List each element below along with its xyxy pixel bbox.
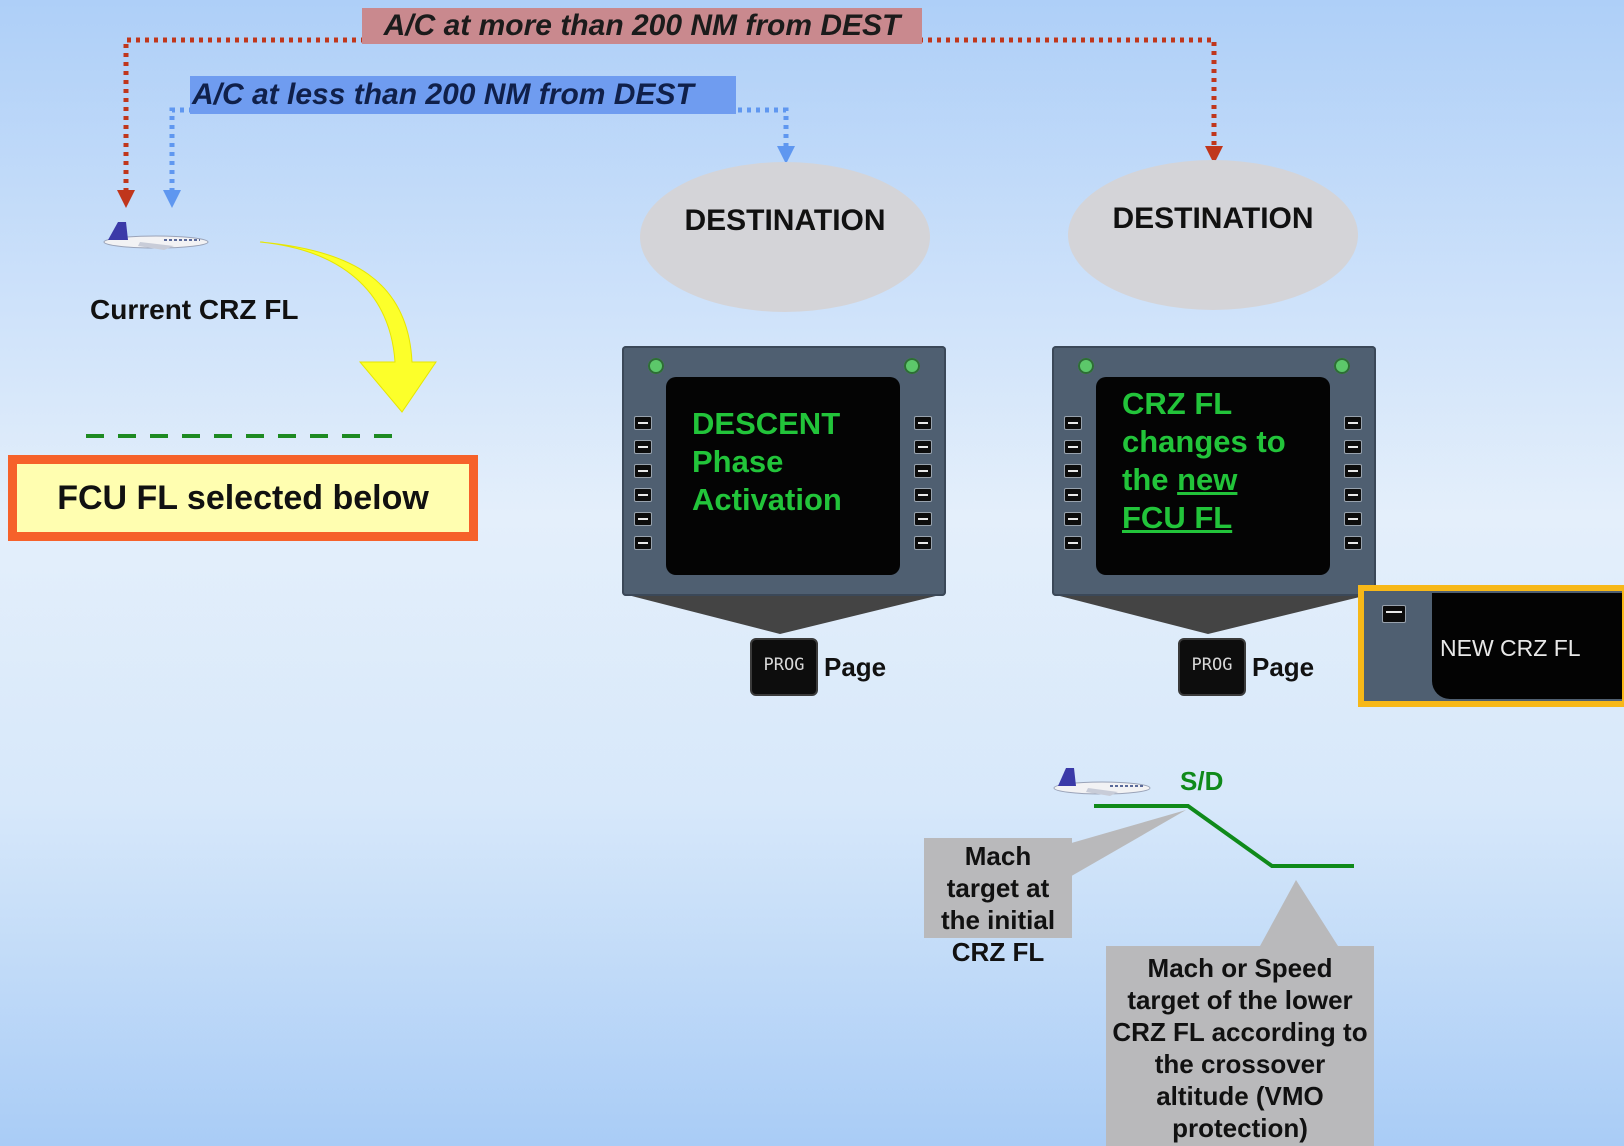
destination-label-1: DESTINATION (684, 204, 886, 237)
less-than-arrowhead-left (163, 190, 181, 208)
lsk-left-2[interactable] (1064, 440, 1082, 454)
zoom-screen (1432, 593, 1622, 699)
descent-curve-arrow (259, 241, 437, 413)
lsk-left-4[interactable] (1064, 488, 1082, 502)
lsk-right-2[interactable] (914, 440, 932, 454)
page-label-1: Page (824, 652, 887, 682)
brightness-dot-right (904, 358, 920, 374)
lsk-left-4[interactable] (634, 488, 652, 502)
lsk-left-5[interactable] (1064, 512, 1082, 526)
lsk-left-6[interactable] (1064, 536, 1082, 550)
mcdu-screen-2: CRZ FL changes to the new FCU FL (1096, 377, 1330, 575)
screen-line: Activation (692, 482, 842, 517)
lsk-left-5[interactable] (634, 512, 652, 526)
lsk-zoom[interactable] (1382, 605, 1406, 623)
destination-ellipse-2 (1068, 160, 1358, 310)
prog-key-2[interactable]: PROG (1178, 638, 1246, 696)
aircraft-icon-current (103, 222, 209, 250)
callout-initial-crz: Mach target at the initial CRZ FL (924, 838, 1072, 967)
new-crz-fl-label: NEW CRZ FL (1440, 635, 1581, 661)
lsk-right-4[interactable] (914, 488, 932, 502)
destination-label-2: DESTINATION (1112, 202, 1314, 235)
lsk-left-1[interactable] (634, 416, 652, 430)
lsk-left-6[interactable] (634, 536, 652, 550)
fcu-fl-label: FCU FL selected below (17, 464, 469, 532)
screen-line: changes to (1122, 424, 1286, 459)
mcdu-panel-2: CRZ FL changes to the new FCU FL (1052, 346, 1376, 596)
screen-line: CRZ FL (1122, 386, 1233, 421)
brightness-dot-left (648, 358, 664, 374)
lsk-right-4[interactable] (1344, 488, 1362, 502)
lsk-right-1[interactable] (1344, 416, 1362, 430)
lsk-right-6[interactable] (1344, 536, 1362, 550)
screen-line: FCU FL (1122, 500, 1233, 535)
lsk-right-5[interactable] (1344, 512, 1362, 526)
fcu-fl-box: FCU FL selected below (8, 455, 478, 541)
screen-line: Phase (692, 444, 784, 479)
lsk-right-5[interactable] (914, 512, 932, 526)
lsk-left-3[interactable] (1064, 464, 1082, 478)
page-label-2: Page (1252, 652, 1315, 682)
lsk-right-6[interactable] (914, 536, 932, 550)
mcdu-screen-text-2: CRZ FL changes to the new FCU FL (1122, 385, 1286, 537)
screen-line: DESCENT (692, 406, 841, 441)
more-than-200nm-label: A/C at more than 200 NM from DEST (362, 8, 922, 44)
callout-pointer-initial (1068, 810, 1186, 878)
aircraft-icon-profile (1053, 768, 1151, 796)
lsk-right-2[interactable] (1344, 440, 1362, 454)
zoom-callout: NEW CRZ FL (1358, 585, 1624, 707)
mcdu-pointer-2 (1052, 594, 1372, 634)
current-crz-fl-label: Current CRZ FL (90, 294, 299, 325)
brightness-dot-left (1078, 358, 1094, 374)
callout-pointer-lower (1260, 880, 1338, 946)
more-than-arrowhead-right (1205, 146, 1223, 164)
mcdu-panel-1: DESCENT Phase Activation (622, 346, 946, 596)
destination-ellipse-1 (640, 162, 930, 312)
mcdu-pointer-1 (624, 594, 944, 634)
lsk-left-2[interactable] (634, 440, 652, 454)
lsk-left-1[interactable] (1064, 416, 1082, 430)
less-than-200nm-label: A/C at less than 200 NM from DEST (190, 76, 736, 114)
brightness-dot-right (1334, 358, 1350, 374)
screen-text-new: new (1177, 462, 1238, 497)
mcdu-screen-1: DESCENT Phase Activation (666, 377, 900, 575)
screen-text-the: the (1122, 462, 1178, 497)
descent-profile-line (1094, 804, 1354, 868)
less-than-arrowhead-right (777, 146, 795, 164)
prog-key-1[interactable]: PROG (750, 638, 818, 696)
lsk-right-3[interactable] (1344, 464, 1362, 478)
mcdu-screen-text-1: DESCENT Phase Activation (692, 405, 842, 519)
lsk-right-3[interactable] (914, 464, 932, 478)
lsk-right-1[interactable] (914, 416, 932, 430)
screen-line: the new (1122, 461, 1286, 499)
lsk-left-3[interactable] (634, 464, 652, 478)
sd-label: S/D (1180, 766, 1224, 796)
more-than-200nm-path (123, 37, 1217, 192)
callout-lower-crz: Mach or Speed target of the lower CRZ FL… (1106, 946, 1374, 1146)
more-than-arrowhead-left (117, 190, 135, 208)
